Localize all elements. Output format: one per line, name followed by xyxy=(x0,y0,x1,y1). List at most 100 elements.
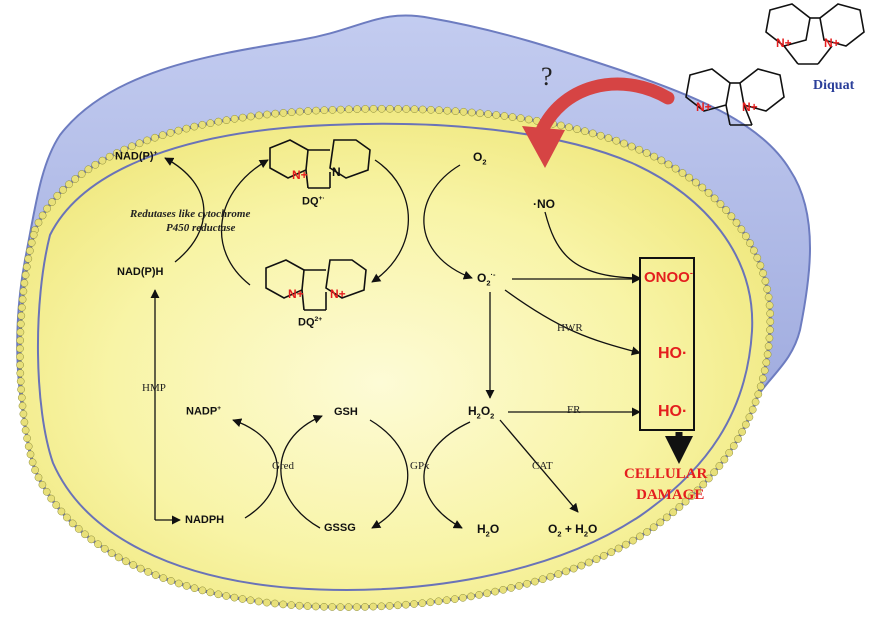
membrane-bead xyxy=(759,269,767,278)
membrane-bead xyxy=(710,468,719,477)
membrane-bead xyxy=(635,145,644,154)
arc-o2-to-superoxide xyxy=(423,164,473,280)
damage-line2: DAMAGE xyxy=(636,487,705,503)
gred-label: Gred xyxy=(272,460,294,472)
membrane-bead xyxy=(84,165,93,174)
membrane-bead xyxy=(622,540,630,549)
membrane-bead xyxy=(745,413,754,422)
membrane-bead xyxy=(467,108,476,117)
gpx-label: GPx xyxy=(410,460,430,472)
membrane-bead xyxy=(287,601,296,609)
arc-gssg-to-gsh xyxy=(280,414,323,529)
arc-h2o2-to-h2o xyxy=(423,421,471,529)
membrane-bead xyxy=(53,191,62,200)
arc-gsh-to-gssg xyxy=(369,419,409,529)
diquat-molecule-top xyxy=(765,3,865,65)
membrane-bead xyxy=(136,564,145,573)
membrane-bead xyxy=(761,277,770,285)
membrane-bead xyxy=(765,301,774,310)
membrane-bead xyxy=(581,127,589,136)
membrane-bead xyxy=(143,136,151,145)
membrane-bead xyxy=(592,555,601,564)
diquat-left-n1: N+ xyxy=(696,100,712,114)
membrane-bead xyxy=(174,579,183,588)
membrane-bead xyxy=(17,393,26,402)
membrane-bead xyxy=(312,106,320,115)
fr-label: FR xyxy=(567,404,581,416)
membrane-bead xyxy=(508,113,517,121)
membrane-bead xyxy=(287,108,296,117)
dqrad-n2: N xyxy=(332,165,341,179)
membrane-bead xyxy=(642,149,651,157)
membrane-bead xyxy=(451,107,460,116)
membrane-bead xyxy=(459,593,467,602)
membrane-bead xyxy=(742,420,750,429)
membrane-bead xyxy=(24,254,33,263)
membrane-bead xyxy=(499,585,507,594)
membrane-bead xyxy=(47,494,56,503)
membrane-bead xyxy=(386,104,394,113)
membrane-bead xyxy=(678,169,687,177)
membrane-bead xyxy=(685,173,694,182)
membrane-bead xyxy=(763,350,772,359)
membrane-bead xyxy=(28,458,37,467)
membrane-bead xyxy=(27,238,36,247)
membrane-bead xyxy=(523,579,531,588)
membrane-bead xyxy=(764,293,773,302)
membrane-bead xyxy=(484,110,492,118)
membrane-bead xyxy=(65,180,73,189)
membrane-bead xyxy=(657,156,666,165)
membrane-bead xyxy=(34,218,43,227)
membrane-bead xyxy=(562,567,570,576)
membrane-bead xyxy=(345,105,353,114)
membrane-bead xyxy=(756,261,765,270)
membrane-bead xyxy=(715,462,724,470)
membrane-bead xyxy=(151,133,159,142)
membrane-bead xyxy=(662,513,671,522)
membrane-inner xyxy=(37,122,754,591)
hydroxyl-label-1: HO· xyxy=(658,345,688,362)
membrane-bead xyxy=(650,152,658,161)
membrane-bead xyxy=(26,246,34,255)
membrane-bead xyxy=(459,107,468,116)
membrane-bead xyxy=(720,455,729,464)
membrane-bead xyxy=(230,593,239,602)
membrane-bead xyxy=(467,592,475,601)
entry-arrow xyxy=(533,77,675,142)
membrane-bead xyxy=(612,136,621,145)
membrane-bead xyxy=(29,231,38,239)
membrane-bead xyxy=(42,487,51,496)
arrow-no-to-onoo xyxy=(544,211,641,283)
membrane-bead xyxy=(760,366,769,375)
membrane-bead xyxy=(734,435,742,443)
membrane-bead xyxy=(190,584,199,593)
membrane-bead xyxy=(410,105,419,114)
dq2-n2: N+ xyxy=(330,287,346,301)
membrane-bead xyxy=(600,551,608,560)
diquat-molecule-left xyxy=(685,68,785,126)
membrane-bead xyxy=(693,486,702,495)
membrane-bead xyxy=(443,106,452,115)
nadp-plus-top: NAD(P)+ xyxy=(115,150,158,163)
membrane-bead xyxy=(758,374,767,383)
membrane-bead xyxy=(692,178,700,187)
reductases-line2: P450 reductase xyxy=(166,222,236,234)
membrane-bead xyxy=(754,390,763,399)
membrane-bead xyxy=(418,599,427,608)
membrane-bead xyxy=(649,523,658,532)
membrane-bead xyxy=(344,603,353,611)
membrane-bead xyxy=(34,473,43,482)
membrane-bead xyxy=(751,398,760,406)
membrane-bead xyxy=(725,448,734,457)
membrane-bead xyxy=(727,212,736,221)
membrane-bead xyxy=(17,385,25,394)
diquat-left-n2: N+ xyxy=(742,100,758,114)
membrane-bead xyxy=(129,561,138,569)
gssg-label: GSSG xyxy=(324,522,356,534)
membrane-bead xyxy=(94,540,102,549)
membrane-bead xyxy=(16,336,25,345)
membrane-bead xyxy=(516,114,525,123)
membrane-bead xyxy=(664,160,673,169)
o2-label: O2 xyxy=(473,150,487,167)
membrane-bead xyxy=(442,596,451,605)
